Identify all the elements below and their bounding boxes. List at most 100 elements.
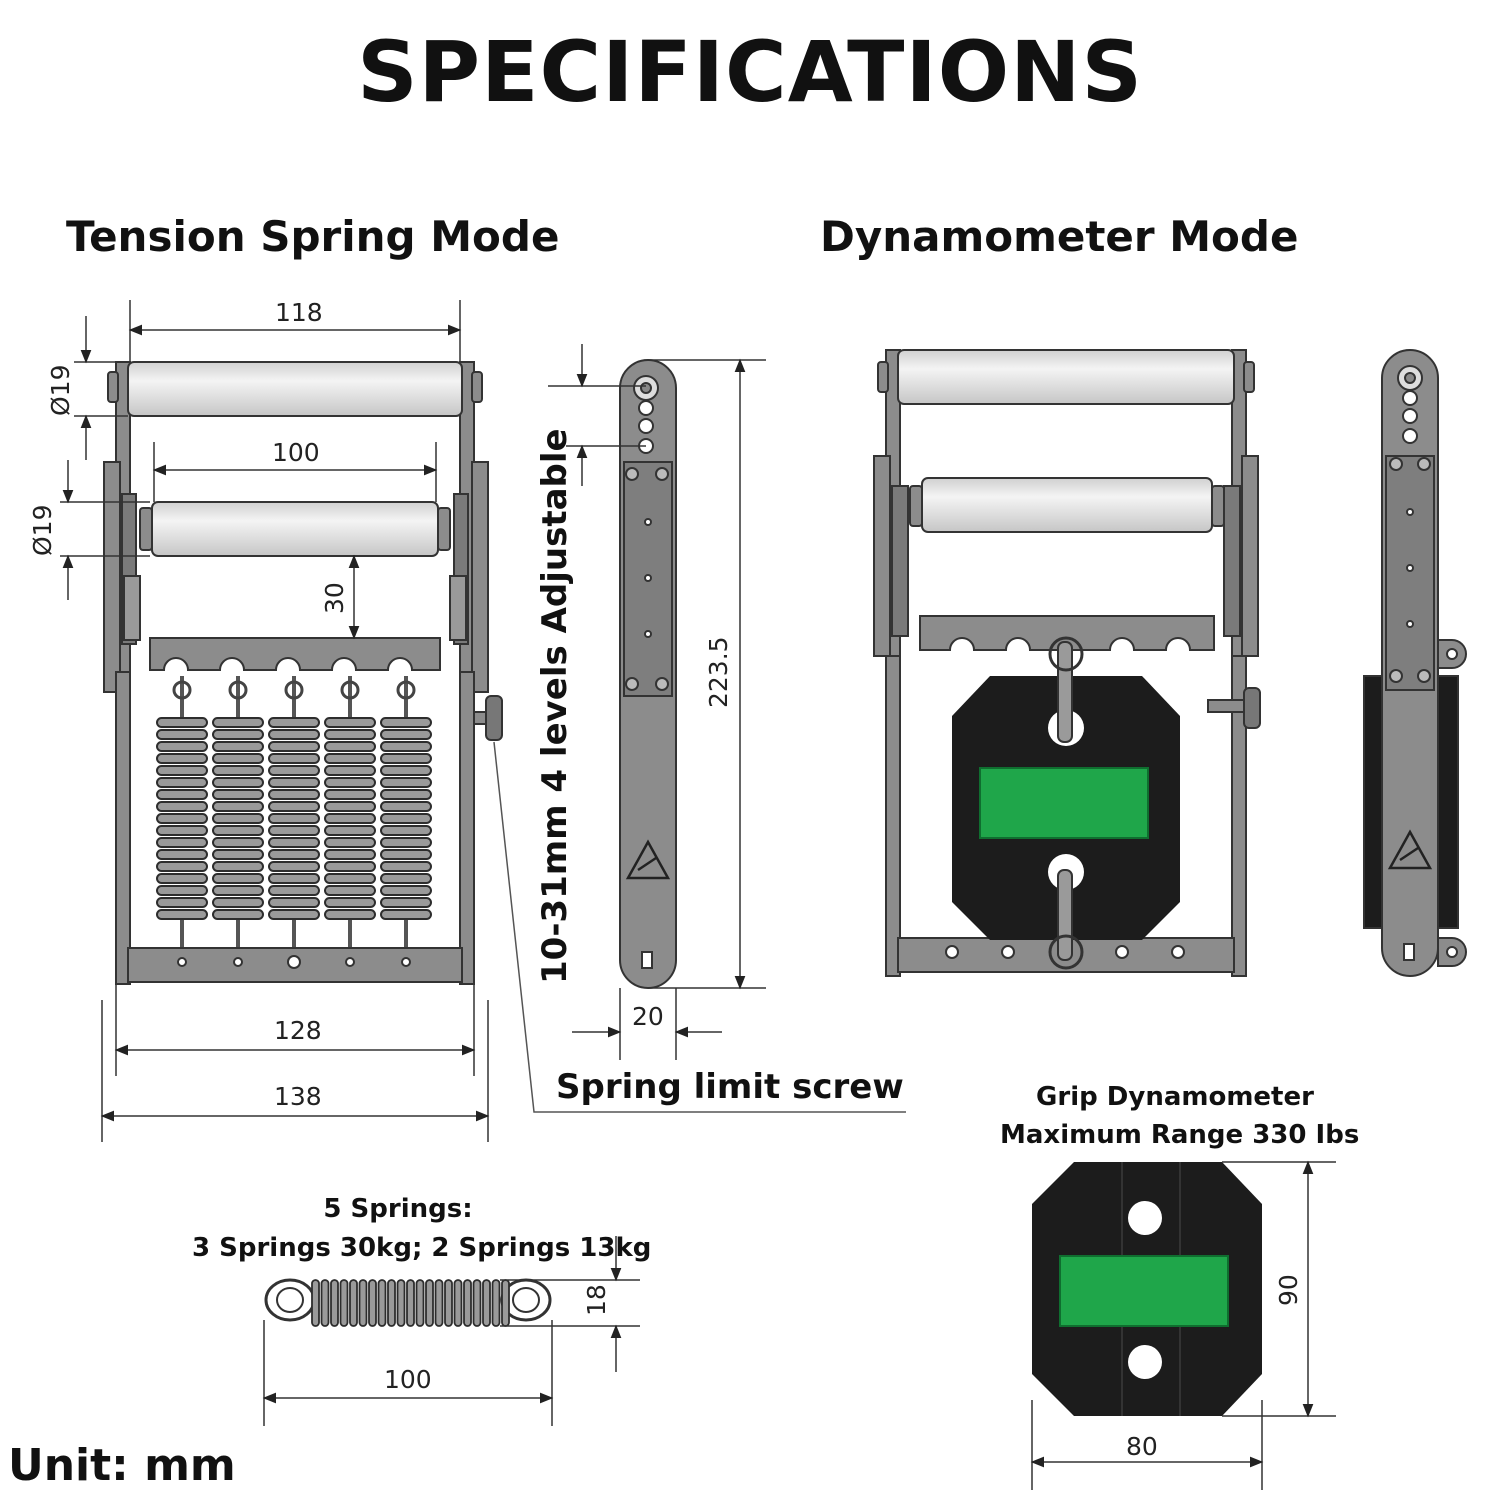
single-spring-coil — [396, 1279, 406, 1327]
single-spring-coil — [320, 1279, 330, 1327]
spring-hook — [172, 680, 192, 700]
spring-coil — [380, 753, 432, 764]
single-spring-coil — [463, 1279, 472, 1327]
spring-limit-screw-label: Spring limit screw — [556, 1067, 904, 1107]
spring-dimension-lines — [262, 1236, 640, 1426]
spring-coil — [380, 849, 432, 860]
dyno-label-line2: Maximum Range 330 Ibs — [1000, 1120, 1360, 1150]
side-dimension-lines — [548, 344, 766, 1060]
spring-coil — [212, 897, 264, 908]
spring-coil — [268, 885, 320, 896]
dim-frame-inner-width: 128 — [274, 1016, 322, 1045]
spring-coil — [268, 801, 320, 812]
spring-coil — [324, 897, 376, 908]
spring-coil — [156, 825, 208, 836]
single-spring-coil — [349, 1279, 358, 1327]
spring-coil — [380, 813, 432, 824]
spring-coil — [268, 873, 320, 884]
spring-coil — [156, 849, 208, 860]
single-spring-coil — [330, 1279, 339, 1327]
spring-coil — [212, 753, 264, 764]
spring-coil — [212, 789, 264, 800]
spring-coil — [380, 717, 432, 728]
spring-coil — [324, 789, 376, 800]
spring-coil — [380, 789, 432, 800]
spring-coil — [380, 741, 432, 752]
single-spring-coil — [434, 1279, 444, 1327]
spring-coil — [380, 825, 432, 836]
spring-coil — [324, 861, 376, 872]
spring-hook — [284, 680, 304, 700]
dynamometer-front-view — [873, 349, 1261, 977]
single-spring-coil — [406, 1279, 415, 1327]
spring-coil — [212, 849, 264, 860]
single-spring-coil — [387, 1279, 396, 1327]
spring-coil — [156, 765, 208, 776]
single-spring-coil — [482, 1279, 491, 1327]
dim-side-width: 20 — [632, 1002, 664, 1031]
single-spring-coil — [444, 1279, 453, 1327]
single-spring-coil — [377, 1279, 387, 1327]
dim-frame-outer-width: 138 — [274, 1082, 322, 1111]
single-spring-coil — [472, 1279, 482, 1327]
spring-coil — [324, 717, 376, 728]
spring-coil — [156, 753, 208, 764]
single-spring-coil — [339, 1279, 349, 1327]
spring-coil — [156, 897, 208, 908]
spring-coil — [380, 897, 432, 908]
spring-coil — [380, 729, 432, 740]
single-spring-coil — [453, 1279, 463, 1327]
spring-coil — [212, 765, 264, 776]
spring-coil — [324, 873, 376, 884]
spring-coil — [212, 885, 264, 896]
dim-dyno-width: 80 — [1126, 1432, 1158, 1461]
dim-top-handle-width: 118 — [275, 298, 323, 327]
spring-coils — [156, 680, 432, 920]
standalone-dynamometer — [1032, 1162, 1262, 1416]
spring-coil — [212, 825, 264, 836]
dim-spring-diameter: 18 — [582, 1284, 611, 1316]
dim-inner-handle-diameter: Ø19 — [28, 504, 57, 557]
spring-coil — [268, 741, 320, 752]
adjustable-label: 10-31mm 4 levels Adjustable — [535, 428, 575, 984]
spring-coil — [212, 777, 264, 788]
spring-coil — [268, 861, 320, 872]
spring-coil — [156, 837, 208, 848]
spring-coil — [156, 777, 208, 788]
page-title: SPECIFICATIONS — [357, 23, 1143, 121]
spring-coil — [268, 897, 320, 908]
single-spring-coil — [491, 1279, 501, 1327]
spring-coil — [268, 729, 320, 740]
spring-coil — [212, 861, 264, 872]
single-spring-coil — [501, 1279, 510, 1327]
spring-coil — [156, 717, 208, 728]
single-spring-coil — [415, 1279, 425, 1327]
dynamometer-side-view — [1363, 349, 1467, 977]
spring-coil — [268, 777, 320, 788]
spring-coil — [380, 777, 432, 788]
dynamometer-dimension-lines — [1030, 1160, 1336, 1490]
spring-coil — [212, 813, 264, 824]
spring-coil — [156, 861, 208, 872]
triangle-logo-icon — [1387, 829, 1433, 870]
single-spring-coil — [425, 1279, 434, 1327]
spring-coil — [324, 729, 376, 740]
spring-coil — [380, 909, 432, 920]
dim-handle-gap: 30 — [320, 582, 349, 614]
spring-coil — [212, 801, 264, 812]
spring-coil — [268, 753, 320, 764]
spring-coil — [156, 813, 208, 824]
spring-coil — [380, 837, 432, 848]
single-spring-coil — [368, 1279, 377, 1327]
spring-coil — [324, 885, 376, 896]
spring-coil — [380, 885, 432, 896]
dim-dyno-height: 90 — [1274, 1274, 1303, 1306]
spring-coil — [324, 765, 376, 776]
single-spring-coil — [358, 1279, 368, 1327]
tension-mode-heading: Tension Spring Mode — [66, 212, 560, 261]
tension-side-view — [619, 359, 677, 989]
dyno-label-line1: Grip Dynamometer — [1036, 1082, 1314, 1112]
spring-coil — [324, 825, 376, 836]
spring-hook — [228, 680, 248, 700]
